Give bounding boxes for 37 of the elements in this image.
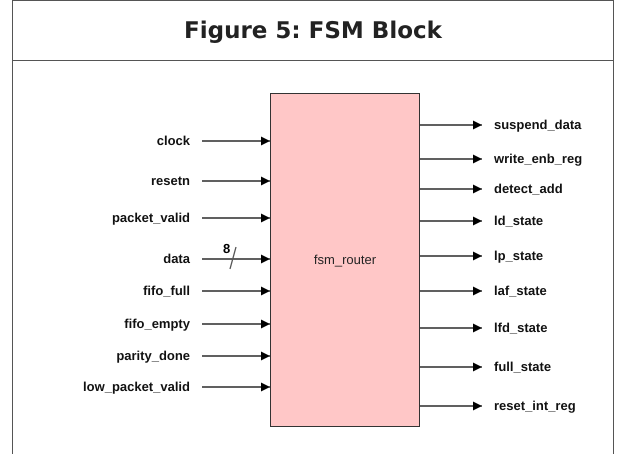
- arrow: [420, 362, 482, 372]
- figure-title: Figure 5: FSM Block: [183, 17, 444, 46]
- signal-label: lp_state: [482, 246, 610, 266]
- signal-label: fifo_full: [50, 281, 202, 301]
- arrow: [202, 176, 270, 186]
- arrow: [420, 286, 482, 296]
- arrow: [420, 154, 482, 164]
- signal-label: laf_state: [482, 281, 610, 301]
- signal-label: resetn: [50, 171, 202, 191]
- signal-label: detect_add: [482, 179, 610, 199]
- signal-label: parity_done: [50, 346, 202, 366]
- arrow: [202, 320, 270, 328]
- arrow: [420, 252, 482, 260]
- signal-label: suspend_data: [482, 115, 610, 135]
- signal-label: low_packet_valid: [50, 377, 202, 397]
- arrow: [202, 286, 270, 296]
- signal-label: fifo_empty: [50, 314, 202, 334]
- signal-label: ld_state: [482, 211, 610, 231]
- arrow: [420, 120, 482, 130]
- signal-label: reset_int_reg: [482, 396, 610, 416]
- arrow: [202, 214, 270, 222]
- arrow: [420, 402, 482, 410]
- signal-label: lfd_state: [482, 318, 610, 338]
- signal-label: write_enb_reg: [482, 149, 610, 169]
- signal-label: packet_valid: [50, 208, 202, 228]
- signal-label: clock: [50, 131, 202, 151]
- arrow: [202, 352, 270, 360]
- arrow: [420, 184, 482, 194]
- arrow: [202, 136, 270, 146]
- arrow: [420, 216, 482, 226]
- signal-label: full_state: [482, 357, 610, 377]
- signal-label: data: [50, 249, 202, 269]
- arrow: [202, 254, 270, 264]
- arrow: [420, 324, 482, 332]
- arrow: [202, 382, 270, 392]
- module-block: fsm_router: [270, 93, 420, 427]
- edge-label: 8: [222, 242, 232, 255]
